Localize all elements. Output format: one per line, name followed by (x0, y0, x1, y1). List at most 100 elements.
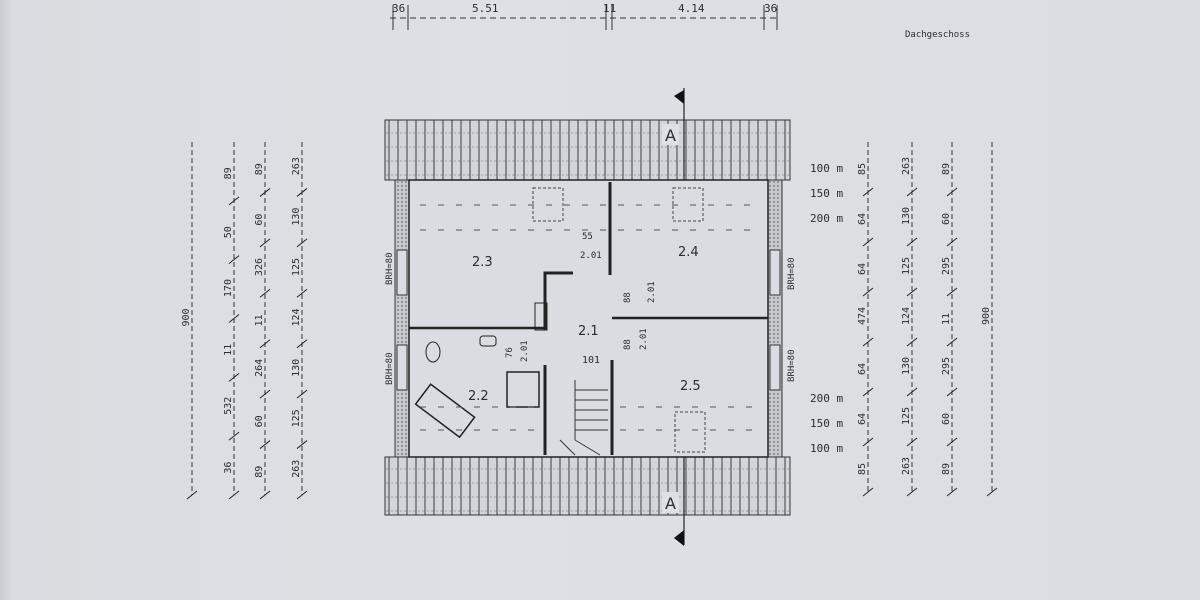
top-dim: 36 (764, 2, 777, 15)
dimension-tick (259, 238, 271, 248)
drawing-caption: Dachgeschoss (905, 30, 970, 40)
dimension-tick (296, 440, 308, 449)
door-dim: 2.01 (639, 328, 649, 350)
door-dim: 2.01 (520, 340, 530, 362)
dimension-value: 264 (254, 359, 265, 377)
dimension-value: 36 (223, 462, 234, 474)
dimension-value: 124 (291, 308, 302, 326)
door-dim: 2.01 (647, 281, 657, 303)
dimension-tick (296, 339, 308, 349)
dimension-tick (228, 314, 240, 323)
window-label: BRH=80 (787, 349, 797, 382)
dimension-value: 900 (981, 307, 992, 325)
room-label-2-5: 2.5 (680, 379, 701, 394)
dimension-value: 89 (941, 463, 952, 475)
dimension-value: 64 (857, 213, 868, 225)
room-label-2-1: 2.1 (578, 324, 599, 339)
dimension-value: 130 (901, 207, 912, 225)
dimension-lines: 9003653211170508989602641132660892631251… (181, 142, 998, 500)
dimension-tick (906, 437, 918, 447)
room-label-2-3: 2.3 (472, 255, 493, 270)
dimension-tick (228, 196, 240, 206)
dimension-tick (296, 490, 308, 500)
dimension-value: 125 (901, 407, 912, 425)
dimension-tick (296, 188, 308, 197)
dimension-value: 11 (941, 313, 952, 325)
dimension-tick (862, 187, 874, 197)
dimension-value: 130 (291, 208, 302, 226)
ceiling-height-label: 150 m (810, 417, 843, 430)
roof-top (384, 119, 791, 181)
ceiling-height-label: 100 m (810, 162, 843, 175)
dimension-value: 263 (291, 157, 302, 175)
dimension-value: 89 (254, 163, 265, 175)
section-marker-label: A (665, 126, 676, 145)
dimension-value: 474 (857, 307, 868, 325)
top-dim: 5.51 (472, 2, 499, 15)
dimension-tick (259, 339, 271, 349)
dimension-value: 263 (901, 457, 912, 475)
dimension-value: 60 (941, 413, 952, 425)
dimension-tick (906, 187, 918, 197)
section-marker-label: A (665, 494, 676, 513)
section-marker-bottom: A (662, 455, 685, 546)
dimension-value: 532 (223, 397, 234, 415)
door-dim: 55 (582, 232, 593, 242)
dimension-tick (296, 389, 308, 399)
dimension-tick (946, 487, 958, 497)
dimension-value: 326 (254, 258, 265, 276)
dimension-value: 89 (941, 163, 952, 175)
dimension-tick (862, 487, 874, 497)
dimension-tick (862, 387, 874, 397)
dimension-tick (906, 237, 918, 247)
dimension-value: 263 (901, 157, 912, 175)
dimension-tick (862, 287, 874, 297)
dimension-tick (946, 387, 958, 397)
window-label: BRH=80 (385, 352, 395, 385)
dimension-value: 295 (941, 357, 952, 375)
walls (394, 179, 783, 458)
dimension-tick (906, 287, 918, 297)
dimension-tick (946, 287, 958, 297)
dimension-value: 125 (291, 409, 302, 427)
dimension-value: 64 (857, 413, 868, 425)
dimension-value: 85 (857, 463, 868, 475)
ceiling-height-label: 150 m (810, 187, 843, 200)
top-dim: 4.14 (678, 2, 705, 15)
door-dim: 76 (505, 347, 515, 358)
dimension-value: 89 (223, 167, 234, 179)
dimension-tick (228, 431, 240, 441)
dimension-value: 125 (901, 257, 912, 275)
roof-bottom (384, 456, 791, 516)
door-dim: 88 (623, 339, 633, 350)
window-label: BRH=80 (385, 252, 395, 285)
window-label: BRH=80 (787, 257, 797, 290)
dimension-tick (946, 237, 958, 247)
dimension-value: 85 (857, 163, 868, 175)
dimension-value: 89 (254, 466, 265, 478)
dimension-value: 64 (857, 263, 868, 275)
top-dim: 11 (603, 2, 616, 15)
door-dim: 2.01 (580, 251, 602, 261)
dimension-value: 11 (254, 314, 265, 326)
dimension-tick (186, 490, 198, 500)
dimension-tick (906, 337, 918, 347)
dimension-tick (259, 288, 271, 298)
dimension-tick (946, 337, 958, 347)
dimension-value: 263 (291, 460, 302, 478)
door-dim: 88 (623, 292, 633, 303)
ceiling-height-label: 100 m (810, 442, 843, 455)
dimension-tick (259, 188, 271, 197)
dimension-tick (296, 288, 308, 298)
dimension-tick (946, 187, 958, 197)
dimension-tick (946, 437, 958, 447)
dimension-value: 64 (857, 363, 868, 375)
dimension-value: 170 (223, 279, 234, 297)
dimension-value: 50 (223, 226, 234, 238)
dimension-tick (862, 337, 874, 347)
top-dim: 36 (392, 2, 405, 15)
dimension-value: 900 (181, 308, 192, 326)
dimension-tick (296, 238, 308, 248)
door-dim: 101 (582, 355, 600, 366)
